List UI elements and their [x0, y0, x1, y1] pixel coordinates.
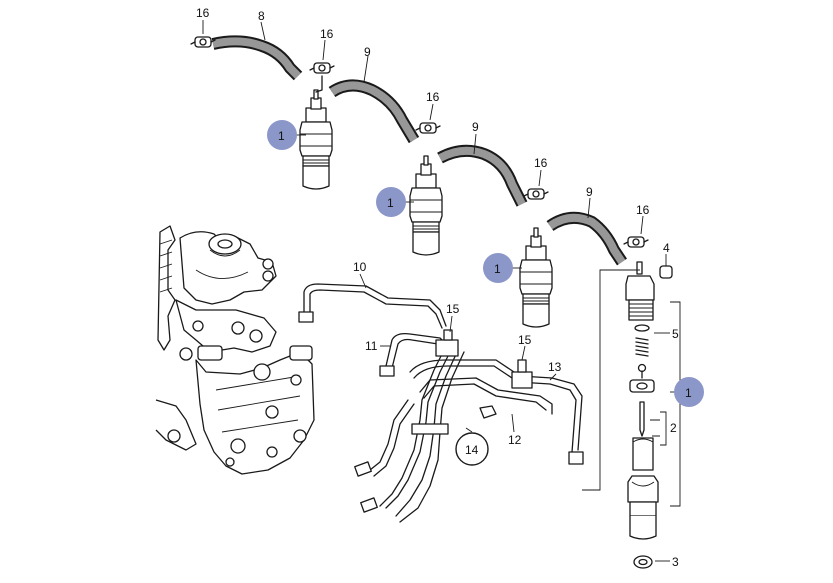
hose-clip-16: [309, 62, 335, 74]
injection-lines-lower: [354, 345, 465, 523]
callout-badge-1: [483, 253, 513, 283]
leak-off-hose-9: [437, 144, 528, 207]
label-2: 2: [670, 421, 677, 435]
injector-exploded-view: [582, 261, 681, 569]
injector-nozzle-2: [409, 155, 443, 256]
leak-off-hose-8: [211, 35, 303, 81]
label-16: 16: [534, 156, 548, 170]
callout-badge-1: [674, 377, 704, 407]
label-14: 14: [465, 443, 479, 457]
label-5: 5: [672, 327, 679, 341]
leader-lines: [202, 20, 680, 562]
label-1: 1: [387, 196, 394, 210]
hose-clip-16: [623, 236, 649, 248]
leak-off-hose-9: [328, 79, 420, 144]
injection-line-10: [298, 283, 447, 329]
injection-line-12: [419, 377, 553, 419]
label-9: 9: [364, 45, 371, 59]
label-16: 16: [196, 6, 210, 20]
label-16: 16: [636, 203, 650, 217]
hose-clip-16: [190, 36, 216, 48]
label-16: 16: [320, 27, 334, 41]
label-15: 15: [518, 333, 532, 347]
label-4: 4: [663, 241, 670, 255]
callout-circle-14: [455, 432, 489, 466]
label-1: 1: [278, 129, 285, 143]
label-11: 11: [365, 339, 378, 353]
injector-nozzle-1: [299, 89, 333, 190]
injection-line-11: [379, 332, 447, 377]
hose-clip-16: [415, 122, 441, 134]
label-15: 15: [446, 302, 460, 316]
label-9: 9: [472, 120, 479, 134]
label-13: 13: [548, 360, 562, 374]
callout-badge-1: [376, 187, 406, 217]
hose-clip-16: [523, 188, 549, 200]
leak-off-hose-9: [546, 211, 627, 266]
label-1: 1: [494, 262, 501, 276]
label-3: 3: [672, 555, 679, 569]
label-1: 1: [685, 386, 692, 400]
label-16: 16: [426, 90, 440, 104]
line-clamp-15: [411, 329, 533, 435]
label-10: 10: [353, 260, 367, 274]
label-8: 8: [258, 9, 265, 23]
label-12: 12: [508, 433, 522, 447]
label-9: 9: [586, 185, 593, 199]
callout-badge-1: [267, 120, 297, 150]
injection-pump-assembly: [155, 225, 315, 475]
injector-nozzle-3: [519, 227, 553, 328]
